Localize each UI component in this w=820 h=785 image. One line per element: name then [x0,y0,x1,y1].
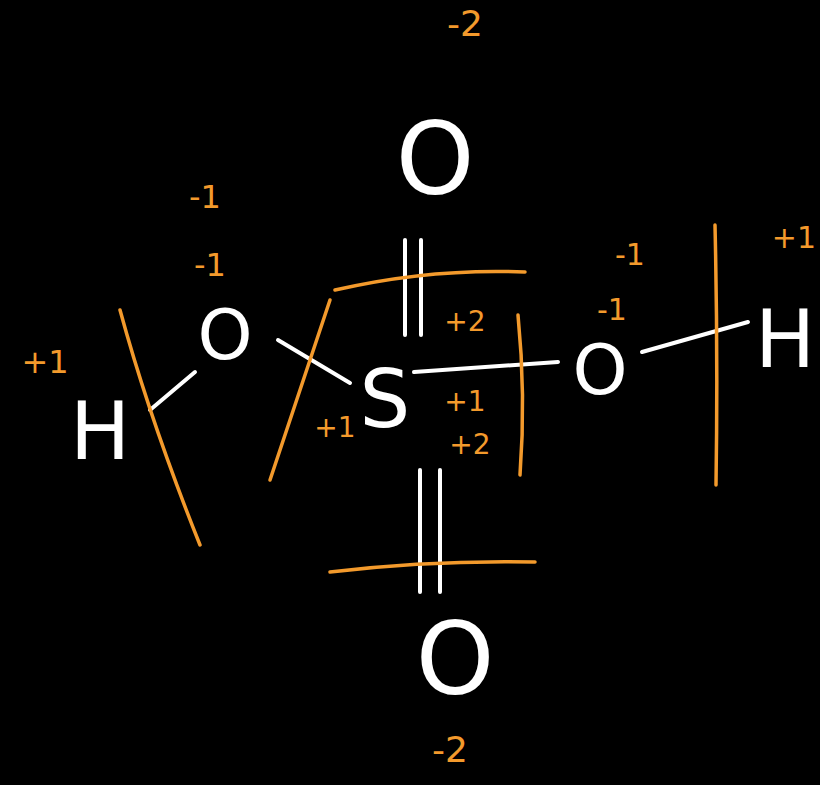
single-bond [642,322,748,352]
double-bond-line [418,470,422,592]
single-bond [414,362,558,372]
oxidation-number: +1 [444,388,485,416]
atom-symbol: H [70,392,130,472]
oxidation-number: +2 [449,431,490,459]
atom-symbol: O [396,110,475,210]
oxidation-number: -1 [615,240,645,270]
double-bond-line [438,470,442,592]
double-bond-line [419,240,423,335]
oxidation-number: +1 [21,346,68,378]
atom-symbol: O [197,300,252,370]
oxidation-number: +1 [314,414,355,442]
bond-split-mark [330,562,535,572]
bond-split-mark [120,310,200,545]
atom-symbol: O [416,610,495,710]
single-bond [150,372,195,410]
oxidation-number: -1 [194,249,226,281]
bond-split-mark [335,271,525,290]
oxidation-number: +1 [772,223,816,253]
oxidation-number: -1 [189,181,221,213]
bond-split-mark [270,300,330,480]
atom-symbol: O [572,335,627,405]
oxidation-number: +2 [444,308,485,336]
atom-symbol: S [360,360,411,440]
oxidation-number: -2 [432,732,468,768]
oxidation-number: -1 [597,295,627,325]
bond-split-mark [715,225,717,485]
double-bond-line [403,240,407,335]
atom-symbol: H [755,300,815,380]
bond-split-mark [518,315,523,475]
oxidation-number: -2 [447,6,483,42]
